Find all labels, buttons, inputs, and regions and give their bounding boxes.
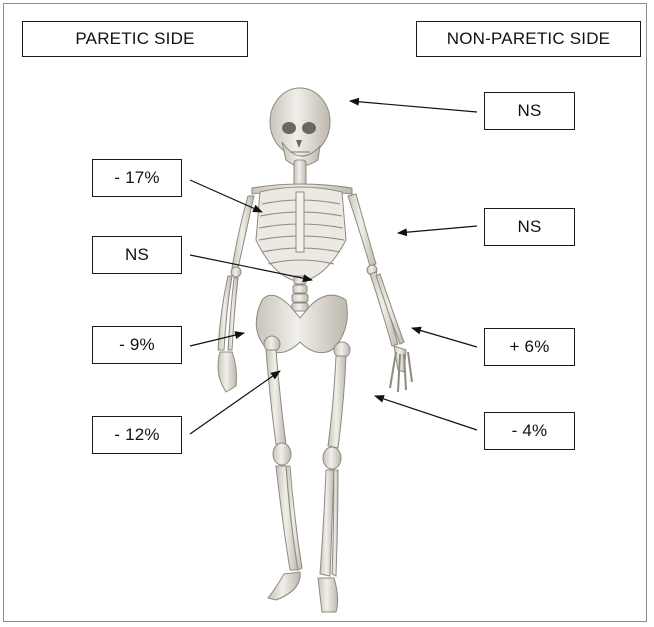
rib-cage <box>256 187 346 282</box>
arrow-right-leg <box>375 396 477 430</box>
paretic-side-header: PARETIC SIDE <box>22 21 248 57</box>
label-spine: NS <box>92 236 182 274</box>
skeleton <box>218 88 412 612</box>
arrow-skull <box>350 101 477 112</box>
label-left-leg: - 12% <box>92 416 182 454</box>
arrow-right-upper-arm <box>398 226 477 233</box>
skull <box>270 88 330 166</box>
label-left-forearm: - 9% <box>92 326 182 364</box>
label-right-forearm: + 6% <box>484 328 575 366</box>
label-right-upper-arm: NS <box>484 208 575 246</box>
non-paretic-leg <box>318 342 350 612</box>
non-paretic-arm <box>348 194 412 392</box>
arrow-left-forearm <box>190 333 244 346</box>
paretic-arm <box>218 196 254 392</box>
arrow-right-forearm <box>412 328 477 347</box>
label-ribs: - 17% <box>92 159 182 197</box>
neck <box>294 160 306 186</box>
label-skull: NS <box>484 92 575 130</box>
lumbar-spine <box>292 276 308 311</box>
label-right-leg: - 4% <box>484 412 575 450</box>
non-paretic-side-header: NON-PARETIC SIDE <box>416 21 641 57</box>
paretic-leg <box>264 336 302 600</box>
